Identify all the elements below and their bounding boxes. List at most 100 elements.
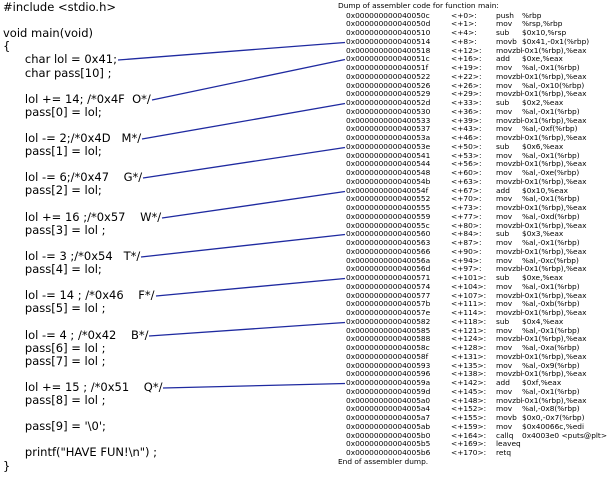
asm-mnemonic: movzbl [496, 203, 523, 212]
asm-mnemonic: movzbl [496, 351, 523, 361]
asm-offset: <+67>: [451, 185, 482, 195]
source-line: printf("HAVE FUN!\n") ; [3, 445, 158, 460]
asm-operands: %al,-0x1(%rbp) [522, 238, 580, 247]
asm-operands: $0xf,%eax [522, 378, 562, 387]
asm-operands: %al,-0xc(%rbp) [522, 255, 579, 265]
source-line: pass[3] = lol ; [3, 222, 106, 237]
asm-address: 0x000000000040053a [346, 133, 431, 142]
asm-offset: <+84>: [451, 229, 482, 239]
asm-operands: %rbp [522, 10, 542, 20]
link-line [140, 233, 346, 258]
asm-address: 0x0000000000400566 [346, 246, 431, 256]
asm-offset: <+19>: [451, 63, 482, 72]
asm-mnemonic: sub [496, 316, 510, 326]
asm-operands: -0x1(%rbp),%eax [522, 290, 587, 300]
asm-mnemonic: sub [496, 141, 510, 151]
asm-address: 0x0000000000400596 [346, 369, 431, 379]
asm-address: 0x000000000040059a [346, 378, 431, 387]
source-line: pass[1] = lol; [3, 144, 102, 159]
source-line: void main(void) [3, 26, 94, 41]
asm-mnemonic: add [496, 378, 510, 387]
asm-address: 0x0000000000400544 [346, 159, 431, 169]
asm-operands: %al,-0x9(%rbp) [522, 360, 580, 370]
source-line: char lol = 0x41; [3, 52, 117, 67]
asm-dump-end: End of assembler dump. [338, 456, 429, 466]
asm-operands: %al,-0x8(%rbp) [522, 404, 580, 414]
asm-operands: $0x6,%eax [522, 141, 564, 151]
asm-address: 0x000000000040057b [346, 299, 431, 309]
asm-operands: %al,-0x1(%rbp) [522, 386, 580, 396]
asm-mnemonic: mov [496, 19, 513, 29]
asm-offset: <+70>: [451, 194, 482, 204]
source-line: pass[0] = lol; [3, 104, 102, 119]
link-line [141, 102, 346, 140]
asm-operands: $0xe,%eax [522, 54, 563, 64]
asm-offset: <+138>: [451, 369, 487, 379]
asm-address: 0x000000000040050d [346, 19, 431, 29]
asm-address: 0x0000000000400560 [346, 229, 431, 239]
link-line [162, 382, 346, 389]
asm-operands: -0x1(%rbp),%eax [522, 369, 587, 379]
asm-address: 0x0000000000400577 [346, 290, 431, 300]
asm-mnemonic: movzbl [496, 176, 523, 186]
asm-mnemonic: movzbl [496, 246, 523, 256]
asm-operands: $0x10,%eax [522, 185, 569, 195]
asm-mnemonic: mov [496, 63, 513, 72]
asm-address: 0x0000000000400541 [346, 150, 431, 160]
asm-mnemonic: movzbl [496, 115, 523, 125]
asm-mnemonic: mov [496, 124, 513, 134]
link-line [151, 58, 346, 101]
asm-mnemonic: movzbl [496, 369, 523, 379]
source-line: } [3, 458, 11, 473]
asm-address: 0x0000000000400585 [346, 325, 431, 335]
source-line: pass[4] = lol; [3, 262, 102, 276]
asm-operands: $0x0,-0x7(%rbp) [522, 413, 585, 422]
asm-offset: <+114>: [451, 308, 487, 317]
asm-mnemonic: movzbl [496, 290, 523, 300]
source-line: lol += 16 ;/*0x57 W*/ [3, 209, 162, 224]
source-line: pass[2] = lol; [3, 183, 102, 198]
asm-mnemonic: mov [496, 325, 513, 335]
asm-operands: -0x1(%rbp),%eax [522, 89, 587, 99]
asm-offset: <+16>: [451, 54, 482, 64]
asm-offset: <+33>: [451, 98, 482, 107]
asm-operands: -0x1(%rbp),%eax [522, 308, 587, 317]
asm-offset: <+63>: [451, 176, 482, 186]
asm-mnemonic: sub [496, 273, 510, 282]
asm-operands: %al,-0x1(%rbp) [522, 150, 580, 160]
asm-address: 0x0000000000400529 [346, 89, 431, 99]
asm-offset: <+142>: [451, 378, 487, 387]
asm-offset: <+53>: [451, 150, 482, 160]
asm-offset: <+4>: [451, 28, 477, 37]
source-line: lol -= 4 ; /*0x42 B*/ [3, 327, 149, 342]
asm-offset: <+0>: [451, 10, 477, 20]
link-line [161, 190, 346, 219]
asm-offset: <+80>: [451, 220, 482, 230]
asm-address: 0x0000000000400526 [346, 80, 431, 90]
asm-address: 0x00000000004005a7 [346, 413, 431, 422]
asm-dump-title: Dump of assembler code for function main… [338, 1, 499, 10]
asm-mnemonic: push [496, 10, 514, 20]
asm-offset: <+90>: [451, 246, 482, 256]
asm-address: 0x00000000004005b0 [346, 430, 431, 440]
asm-offset: <+148>: [451, 395, 487, 405]
asm-mnemonic: mov [496, 386, 513, 396]
source-line: pass[9] = '\0'; [3, 419, 106, 434]
asm-address: 0x000000000040056a [346, 255, 431, 265]
asm-mnemonic: mov [496, 404, 513, 414]
asm-address: 0x000000000040050c [346, 10, 430, 20]
asm-offset: <+131>: [451, 351, 487, 361]
asm-offset: <+73>: [451, 203, 482, 212]
asm-mnemonic: sub [496, 98, 510, 107]
asm-mnemonic: mov [496, 421, 513, 431]
asm-mnemonic: mov [496, 106, 513, 116]
asm-mnemonic: mov [496, 150, 513, 160]
asm-operands: -0x1(%rbp),%eax [522, 45, 587, 55]
asm-operands: %al,-0x10(%rbp) [522, 80, 585, 90]
asm-mnemonic: movb [496, 36, 517, 46]
asm-offset: <+152>: [451, 404, 487, 414]
asm-operands: %al,-0x1(%rbp) [522, 325, 580, 335]
asm-operands: -0x1(%rbp),%eax [522, 351, 587, 361]
asm-address: 0x0000000000400574 [346, 281, 431, 291]
asm-mnemonic: sub [496, 229, 510, 239]
